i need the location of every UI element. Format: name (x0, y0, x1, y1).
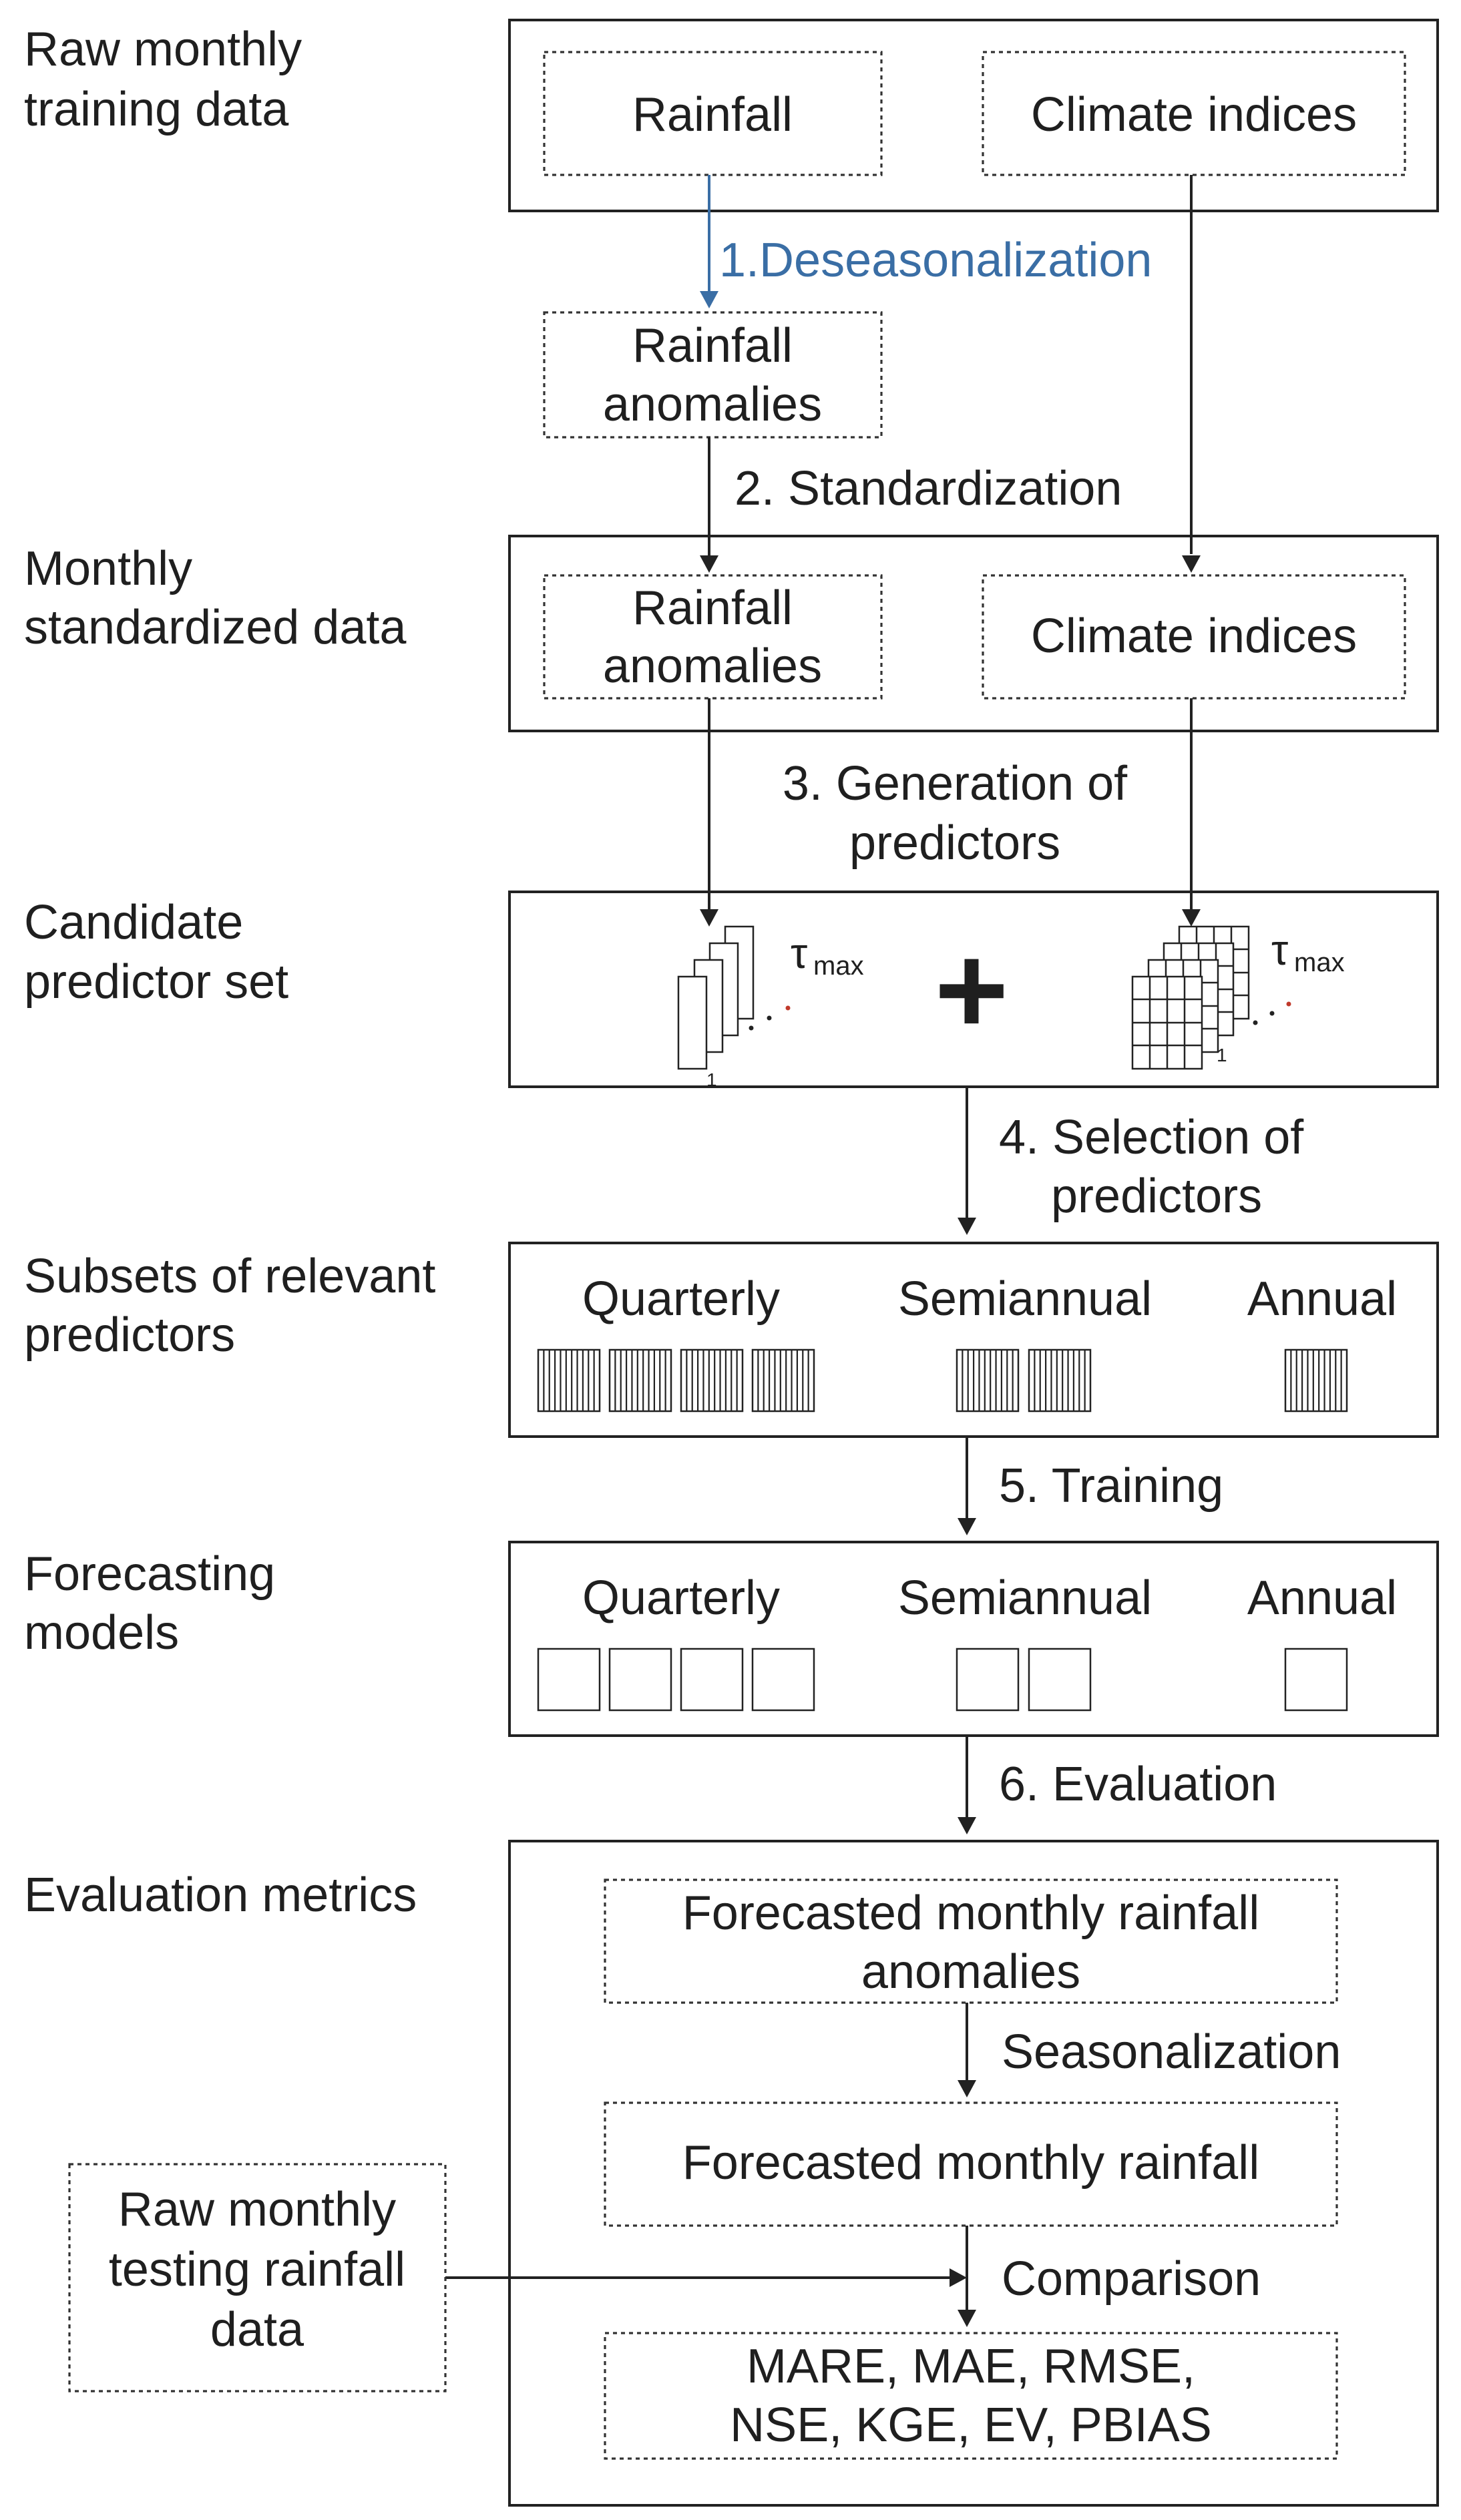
left-tau-sub: max (813, 951, 864, 981)
right-lag-index: 1 (1217, 1045, 1227, 1065)
comparison-arrowhead (958, 2310, 976, 2327)
quarterly-model-1 (537, 1648, 601, 1712)
step-5-training: 5. Training (999, 1459, 1223, 1513)
forecasted-rainfall-box (604, 2101, 1338, 2227)
rainfall-anomalies-box-2 (543, 574, 883, 700)
climate-indices-box-2 (982, 574, 1406, 700)
raw-testing-line2: testing rainfall (109, 2243, 405, 2296)
subsets-box (508, 1242, 1439, 1438)
rainfall-anomalies-2-line2: anomalies (603, 640, 822, 693)
quarterly-predictor-subset-2 (608, 1348, 672, 1413)
step-4-line2: predictors (1051, 1170, 1262, 1223)
label-raw-training-line1: Raw monthly (24, 23, 302, 76)
climate-indices-label-2: Climate indices (1031, 609, 1357, 663)
rainfall-lag-stack-icon (677, 925, 755, 1070)
models-box (508, 1541, 1439, 1737)
annual-predictor-subset-1 (1284, 1348, 1348, 1413)
forecasted-anomalies-line1: Forecasted monthly rainfall (682, 1886, 1259, 1940)
quarterly-predictor-subset-1 (537, 1348, 601, 1413)
plus-sign: + (935, 919, 1009, 1061)
quarterly-model-2 (608, 1648, 672, 1712)
subsets-quarterly-label: Quarterly (582, 1272, 780, 1326)
left-lag-dots (749, 1005, 791, 1031)
left-tau: τ (791, 929, 807, 977)
climate-indices-label-top: Climate indices (1031, 88, 1357, 142)
annual-model-1 (1284, 1648, 1348, 1712)
evaluation-box (508, 1840, 1439, 2507)
raw-testing-data-box (68, 2163, 447, 2392)
right-lag-dots (1253, 1001, 1291, 1025)
selection-arrowhead (958, 1218, 976, 1235)
subsets-semiannual-label: Semiannual (898, 1272, 1152, 1326)
semiannual-model-1 (956, 1648, 1020, 1712)
label-subsets-line2: predictors (24, 1308, 235, 1362)
forecasted-anomalies-line2: anomalies (861, 1945, 1080, 1999)
evaluation-arrowhead (958, 1817, 976, 1834)
seasonalization-arrowhead (958, 2080, 976, 2097)
raw-data-box (508, 19, 1439, 212)
raw-testing-line3: data (210, 2303, 304, 2356)
label-subsets-line1: Subsets of relevant (24, 1250, 435, 1303)
metrics-box (604, 2332, 1338, 2460)
label-raw-training-line2: training data (24, 83, 289, 136)
metrics-line2: NSE, KGE, EV, PBIAS (730, 2399, 1212, 2452)
comparison-label: Comparison (1002, 2252, 1261, 2306)
step-4-line1: 4. Selection of (999, 1111, 1304, 1164)
generation-arrowhead-right (1182, 909, 1201, 927)
standardized-data-box (508, 535, 1439, 732)
label-evaluation-metrics: Evaluation metrics (24, 1868, 417, 1922)
forecasted-rainfall-label: Forecasted monthly rainfall (682, 2136, 1259, 2190)
forecasted-anomalies-box (604, 1878, 1338, 2004)
step-3-line2: predictors (849, 816, 1060, 870)
generation-arrowhead-left (700, 909, 718, 927)
climate-lag-grid-icon (1131, 925, 1250, 1070)
deseasonalization-arrowhead (700, 291, 718, 308)
label-standardized-line1: Monthly (24, 542, 192, 595)
label-standardized-line2: standardized data (24, 601, 407, 654)
quarterly-predictor-subset-3 (680, 1348, 744, 1413)
climate-indices-box-top (982, 51, 1406, 176)
rainfall-anomalies-2-line1: Rainfall (632, 581, 793, 635)
step-6-evaluation: 6. Evaluation (999, 1758, 1277, 1811)
metrics-line1: MARE, MAE, RMSE, (747, 2340, 1195, 2393)
right-tau-sub: max (1294, 948, 1345, 977)
label-candidate-line2: predictor set (24, 955, 288, 1009)
step-3-line1: 3. Generation of (783, 757, 1128, 810)
models-quarterly-label: Quarterly (582, 1571, 780, 1625)
testing-data-arrowhead (950, 2268, 967, 2287)
subsets-annual-label: Annual (1247, 1272, 1397, 1326)
training-arrowhead (958, 1518, 976, 1535)
label-models-line1: Forecasting (24, 1547, 275, 1601)
semiannual-model-2 (1028, 1648, 1092, 1712)
models-semiannual-label: Semiannual (898, 1571, 1152, 1625)
right-tau: τ (1271, 926, 1288, 974)
candidate-predictor-box (508, 891, 1439, 1088)
semiannual-predictor-subset-1 (956, 1348, 1020, 1413)
left-lag-index: 1 (706, 1069, 717, 1090)
label-models-line2: models (24, 1606, 179, 1660)
predictor-subset-icons (537, 1348, 1348, 1413)
rainfall-label: Rainfall (632, 88, 793, 142)
models-annual-label: Annual (1247, 1571, 1397, 1625)
step-2-standardization: 2. Standardization (735, 462, 1122, 515)
model-icons (537, 1648, 1348, 1712)
raw-testing-line1: Raw monthly (118, 2183, 396, 2236)
semiannual-predictor-subset-2 (1028, 1348, 1092, 1413)
climate-indices-arrowhead (1182, 555, 1201, 573)
quarterly-model-3 (680, 1648, 744, 1712)
standardization-arrowhead (700, 555, 718, 573)
rainfall-anomalies-1-line1: Rainfall (632, 319, 793, 372)
quarterly-model-4 (751, 1648, 815, 1712)
rainfall-anomalies-box-1 (543, 311, 883, 439)
quarterly-predictor-subset-4 (751, 1348, 815, 1413)
seasonalization-label: Seasonalization (1002, 2025, 1341, 2079)
label-candidate-line1: Candidate (24, 896, 243, 949)
rainfall-anomalies-1-line2: anomalies (603, 378, 822, 431)
rainfall-box (543, 51, 883, 176)
step-1-deseasonalization: 1.Deseasonalization (719, 234, 1152, 287)
